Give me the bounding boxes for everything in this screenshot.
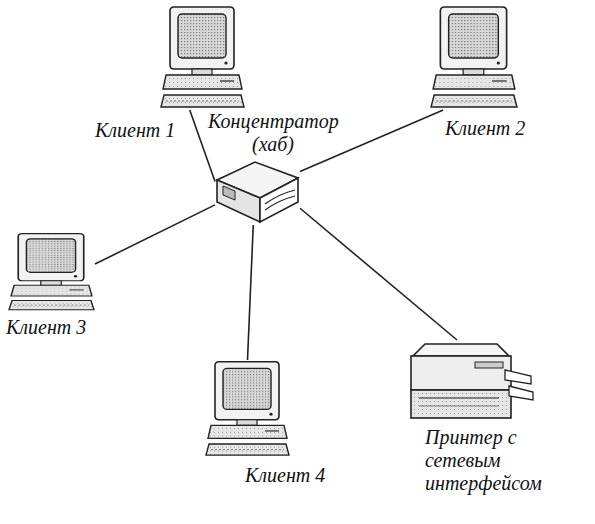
client-computer: Клиент 1 bbox=[160, 5, 245, 110]
device-label: Принтер с сетевым интерфейсом bbox=[425, 426, 550, 495]
device-label: Клиент 3 bbox=[6, 316, 86, 339]
device-label: Концентратор (хаб) bbox=[208, 110, 338, 156]
network-cable bbox=[95, 205, 215, 264]
network-printer: Принтер с сетевым интерфейсом bbox=[405, 340, 535, 422]
client-computer: Клиент 2 bbox=[430, 5, 518, 110]
computer-icon bbox=[205, 360, 290, 458]
device-label: Клиент 1 bbox=[95, 119, 175, 142]
network-cable bbox=[300, 208, 457, 340]
client-computer: Клиент 4 bbox=[205, 360, 290, 458]
client-computer: Клиент 3 bbox=[8, 232, 95, 312]
device-label: Клиент 4 bbox=[245, 464, 325, 487]
hub: Концентратор (хаб) bbox=[215, 158, 300, 225]
network-cable bbox=[248, 225, 254, 360]
hub-icon bbox=[215, 158, 300, 225]
computer-icon bbox=[430, 5, 518, 110]
computer-icon bbox=[160, 5, 245, 110]
computer-icon bbox=[8, 232, 95, 312]
printer-icon bbox=[405, 340, 535, 422]
device-label: Клиент 2 bbox=[445, 117, 525, 140]
